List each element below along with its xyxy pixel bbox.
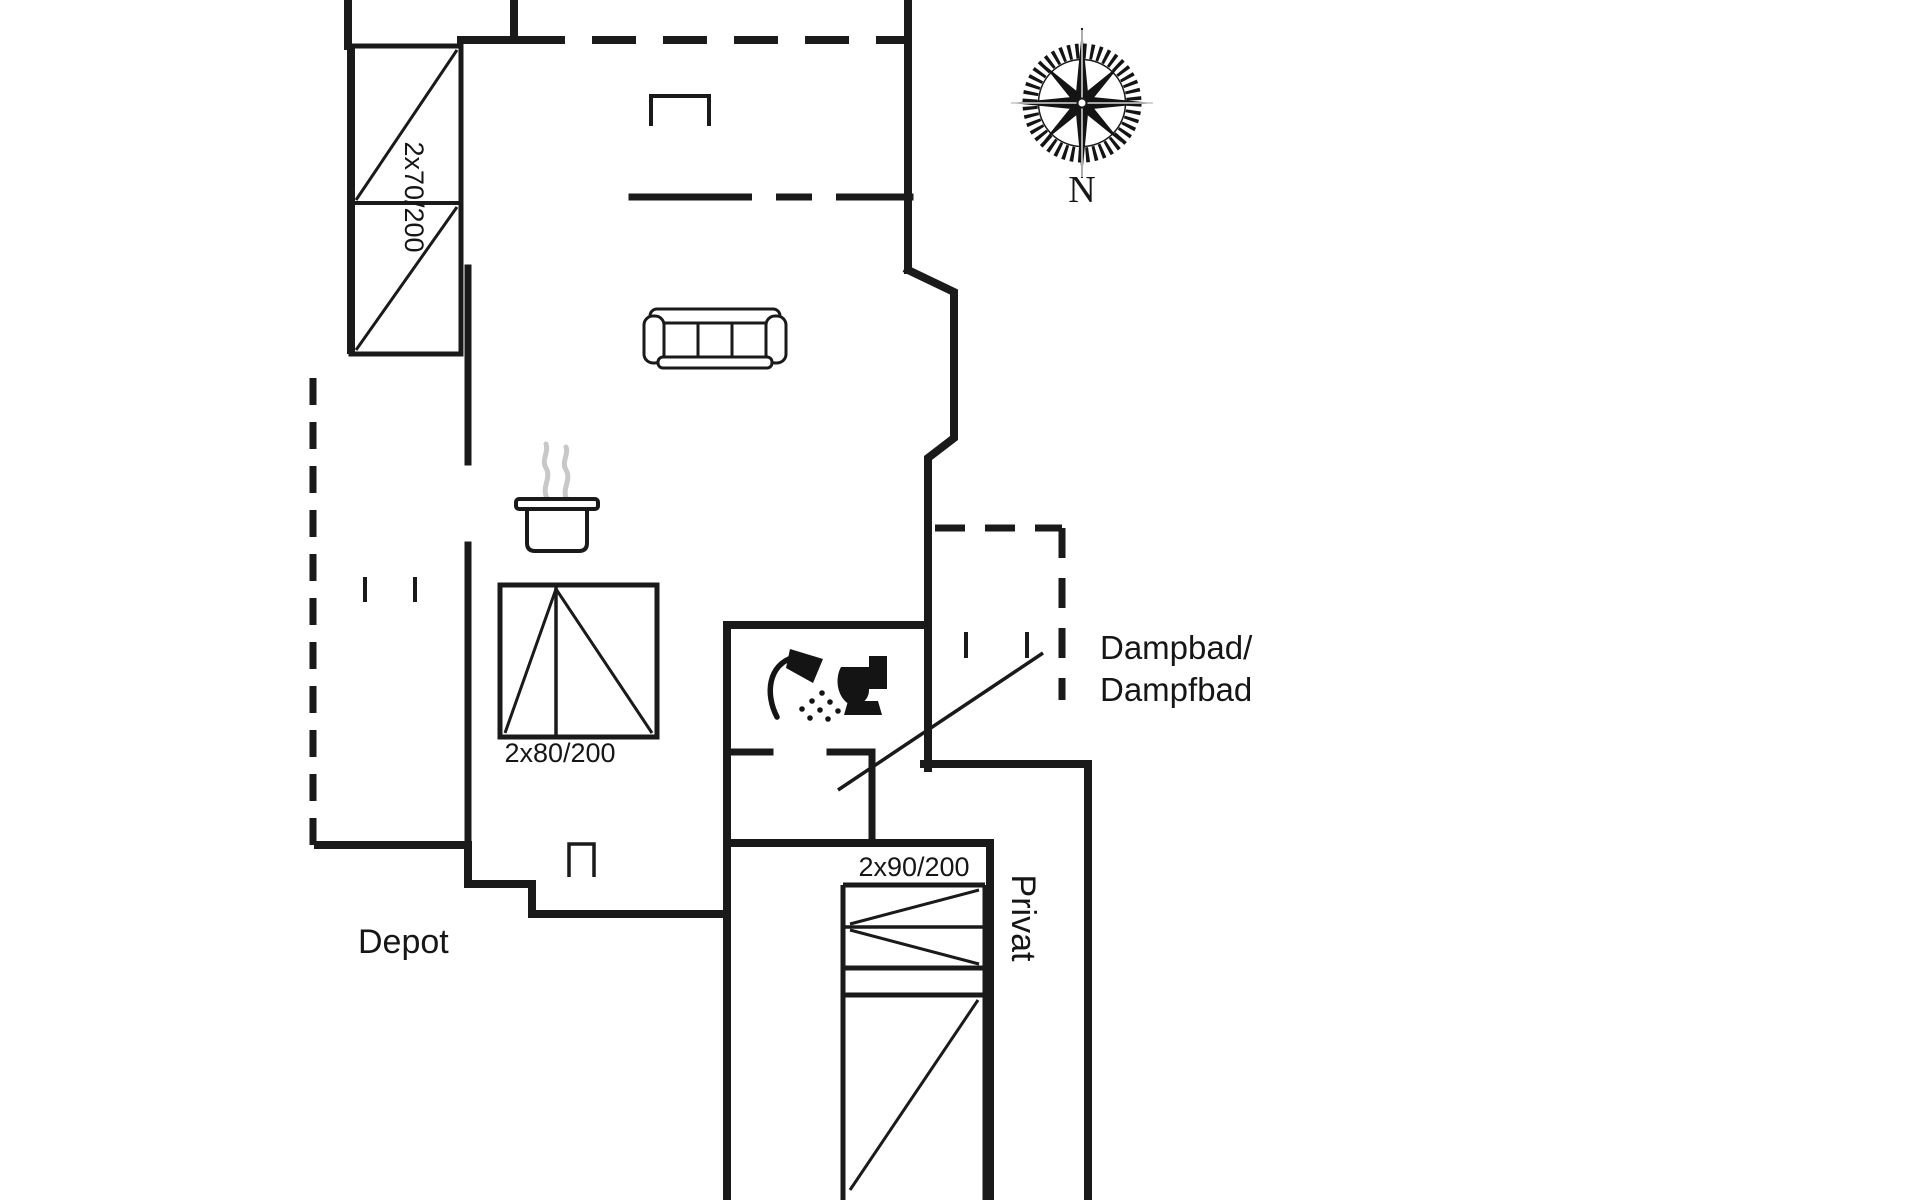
dampbad-callout-line [837,651,1044,792]
pot-body [525,507,589,553]
door-jamb-ticks [363,94,1029,877]
toilet-icon [837,656,887,715]
wardrobe-bottom-right [840,882,988,1200]
wardrobe-center-label: 2x80/200 [504,738,615,768]
shower-icon [767,649,841,722]
cooking-pot-icon [514,441,600,553]
privat-room-label: Privat [1004,875,1042,962]
sofa-icon [642,307,788,370]
wardrobe-bottom-right-label: 2x90/200 [858,852,969,882]
wardrobe-top-left [347,43,464,357]
wardrobe-center [497,582,660,740]
dampbad-label-line-1: Dampbad/ [1100,629,1253,666]
compass-rose [1011,28,1153,178]
exterior-walls [314,0,1092,1200]
compass-north-label: N [1068,169,1095,211]
dampbad-label-line-2: Dampfbad [1100,671,1252,708]
steam-wisps [541,441,571,503]
dashed-walls [309,378,1066,845]
pot-rim [514,497,600,511]
interior-walls [464,193,914,849]
wardrobe-top-left-label: 2x70/200 [399,141,429,252]
depot-room-label: Depot [358,923,449,961]
